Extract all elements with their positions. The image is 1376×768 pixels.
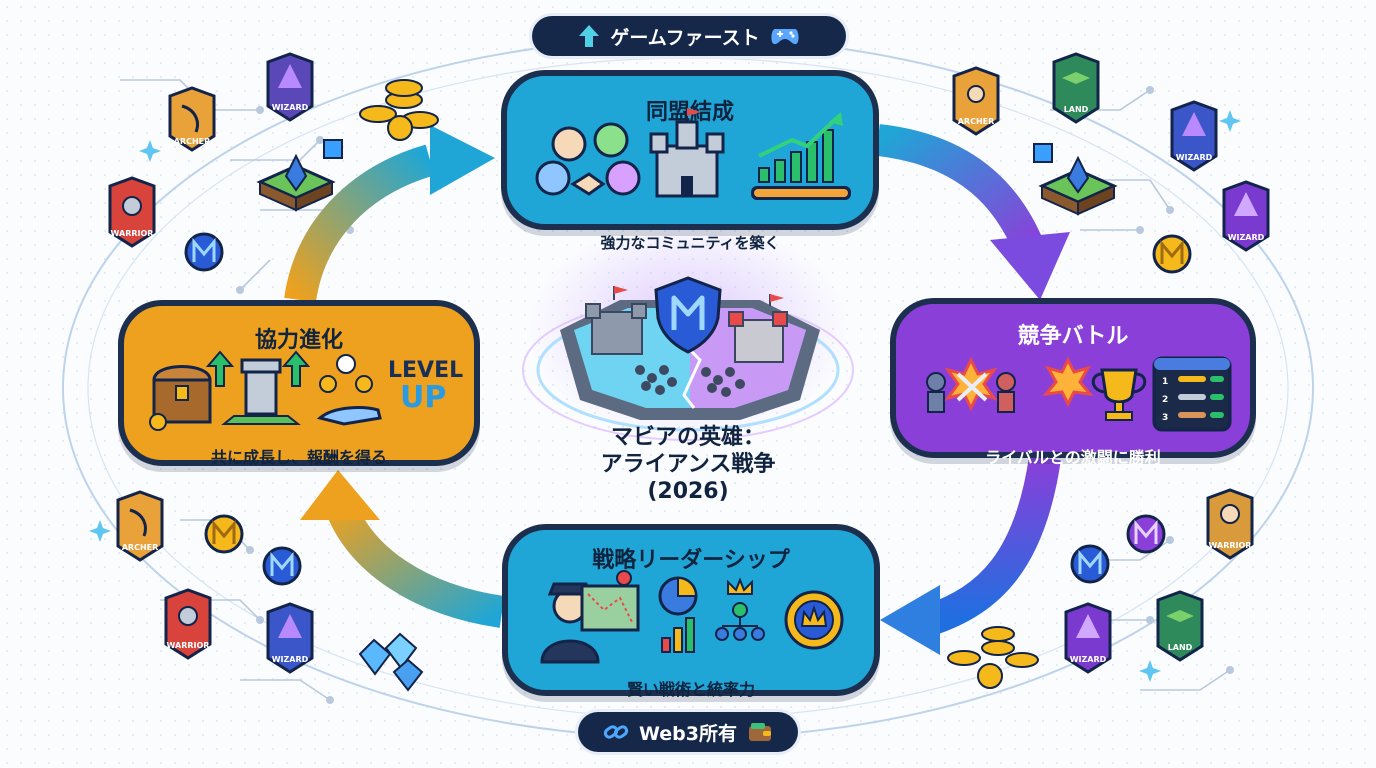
node-growth: 協力進化 LEVEL UP 共に成長し、報酬を得る <box>118 300 480 467</box>
handshake-icon <box>570 172 606 196</box>
explosion-icon <box>944 356 998 412</box>
fighters-icon <box>926 372 1016 413</box>
up-arrow-icon <box>205 350 235 387</box>
node-title: 競争バトル <box>1017 324 1129 349</box>
explosion-icon <box>1042 356 1094 408</box>
gamepad-icon <box>771 29 799 45</box>
pill-label: ゲームファースト <box>610 26 760 49</box>
center-title: マビアの英雄： アライアンス戦争 (2026) <box>568 424 808 505</box>
level-up-text: UP <box>400 380 447 415</box>
center-title-line: マビアの英雄： <box>610 425 765 450</box>
up-arrow-icon <box>579 25 600 47</box>
wallet-icon <box>749 723 771 741</box>
leaderboard-rank: 3 <box>1162 413 1168 423</box>
node-leadership: 戦略リーダーシップ <box>502 524 880 699</box>
game-first-pill: ゲームファースト <box>532 16 846 56</box>
alliance-caption: 強力なコミュニティを築く <box>600 234 780 252</box>
pie-chart-icon <box>658 576 698 616</box>
treasure-chest-icon <box>149 365 212 431</box>
blue-castle-icon <box>585 286 647 355</box>
center-title-line: アライアンス戦争 <box>600 452 776 477</box>
node-caption: ライバルとの激闘に勝利 <box>985 448 1161 467</box>
leaderboard-rank: 2 <box>1162 395 1168 405</box>
node-alliance: 同盟結成 <box>501 70 879 230</box>
shield-logo-icon <box>654 276 722 354</box>
castle-icon <box>649 108 725 198</box>
node-caption: 共に成長し、報酬を得る <box>210 448 387 467</box>
leaderboard-panel <box>1152 356 1232 432</box>
trophy-icon <box>1091 368 1147 421</box>
growth-illustration <box>149 350 382 431</box>
strategy-map-icon <box>580 570 640 632</box>
pill-label: Web3所有 <box>639 722 737 745</box>
medal-icon <box>784 590 844 650</box>
center-title-line: (2026) <box>647 479 729 504</box>
node-battle: 競争バトル <box>890 298 1256 467</box>
bar-chart-icon <box>661 617 695 653</box>
node-caption: 賢い戦術と統率力 <box>626 680 755 699</box>
leadership-illustration <box>540 570 844 664</box>
commander-icon <box>540 582 600 664</box>
leaderboard-rank: 1 <box>1162 377 1168 387</box>
link-icon <box>603 725 629 739</box>
reward-hand-icon <box>316 354 382 426</box>
level-up-text: LEVEL <box>388 358 464 383</box>
community-people-icon <box>535 122 641 196</box>
web3-ownership-pill: Web3所有 <box>578 712 798 752</box>
tower-icon <box>221 358 301 425</box>
battle-illustration: 1 2 3 <box>926 356 1232 432</box>
growth-chart-icon <box>751 112 851 200</box>
red-castle-icon <box>728 294 788 363</box>
node-title: 戦略リーダーシップ <box>592 548 790 573</box>
node-title: 協力進化 <box>254 328 343 353</box>
up-arrow-icon <box>281 350 311 387</box>
alliance-illustration <box>535 108 851 200</box>
hierarchy-icon <box>715 577 765 641</box>
